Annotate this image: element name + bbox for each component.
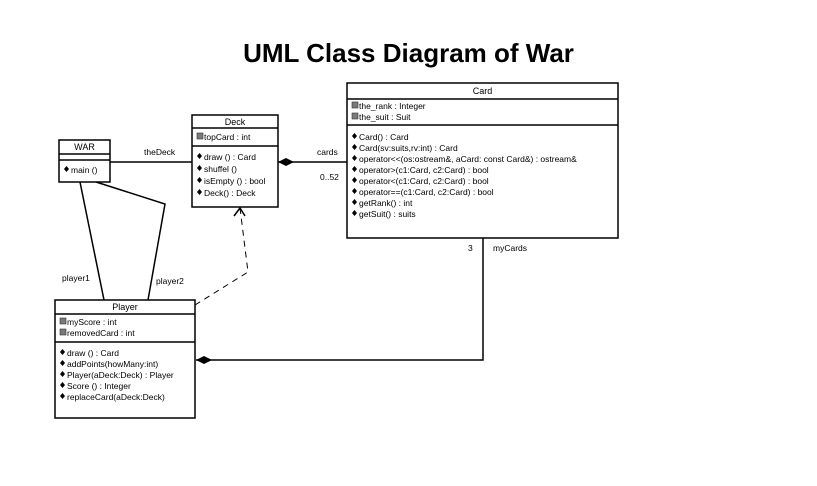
operation-item: getRank() : int — [359, 198, 413, 208]
operation-item: Card() : Card — [359, 132, 409, 142]
operation-item: isEmpty () : bool — [204, 176, 266, 186]
public-operation-icon — [197, 165, 202, 171]
public-operation-icon — [197, 177, 202, 183]
player-card-composition — [196, 238, 484, 361]
label-cards: cards — [317, 147, 338, 157]
attribute-item: the_suit : Suit — [359, 112, 411, 122]
label-player2: player2 — [156, 276, 184, 286]
class-name-player: Player — [112, 302, 138, 312]
operation-item: getSuit() : suits — [359, 209, 416, 219]
operation-item: operator>(c1:Card, c2:Card) : bool — [359, 165, 489, 175]
class-war: WAR main () — [58, 139, 111, 183]
attribute-item: removedCard : int — [67, 328, 135, 338]
operation-item: Score () : Integer — [67, 381, 131, 391]
operation-item: Player(aDeck:Deck) : Player — [67, 370, 174, 380]
public-operation-icon — [352, 199, 357, 205]
public-operation-icon — [60, 360, 65, 366]
public-operation-icon — [352, 133, 357, 139]
private-attribute-icon — [59, 317, 67, 325]
public-operation-icon — [60, 371, 65, 377]
operation-item: main () — [71, 165, 98, 175]
private-attribute-icon — [59, 328, 67, 336]
label-my-cards-multiplicity: 3 — [468, 243, 473, 253]
class-name-war: WAR — [74, 142, 95, 152]
class-name-deck: Deck — [225, 117, 246, 127]
operation-item: draw () : Card — [67, 348, 119, 358]
public-operation-icon — [352, 188, 357, 194]
public-operation-icon — [60, 349, 65, 355]
public-operation-icon — [352, 155, 357, 161]
private-attribute-icon — [351, 112, 359, 120]
dependency-arrowhead — [233, 206, 246, 217]
class-card: Card the_rank : Integer the_suit : Suit … — [346, 82, 619, 239]
war-player1-association — [79, 181, 105, 301]
operation-item: shuffel () — [204, 164, 237, 174]
attribute-item: topCard : int — [204, 132, 251, 142]
label-my-cards: myCards — [493, 243, 527, 253]
private-attribute-icon — [351, 101, 359, 109]
public-operation-icon — [197, 189, 202, 195]
operation-item: Deck() : Deck — [204, 188, 256, 198]
class-name-card: Card — [473, 86, 493, 96]
attribute-item: myScore : int — [67, 317, 117, 327]
public-operation-icon — [352, 177, 357, 183]
public-operation-icon — [60, 393, 65, 399]
class-deck: Deck topCard : int draw () : Card shuffe… — [191, 114, 279, 208]
diagram-title: UML Class Diagram of War — [243, 38, 574, 68]
operation-item: replaceCard(aDeck:Deck) — [67, 392, 165, 402]
public-operation-icon — [352, 144, 357, 150]
label-cards-multiplicity: 0..52 — [320, 172, 339, 182]
operation-item: addPoints(howMany:int) — [67, 359, 158, 369]
public-operation-icon — [60, 382, 65, 388]
public-operation-icon — [352, 210, 357, 216]
operation-item: operator<(c1:Card, c2:Card) : bool — [359, 176, 489, 186]
operation-item: Card(sv:suits,rv:int) : Card — [359, 143, 458, 153]
composition-diamond-deck — [278, 158, 294, 166]
operation-item: operator==(c1:Card, c2:Card) : bool — [359, 187, 494, 197]
public-operation-icon — [197, 153, 202, 159]
operation-item: operator<<(os:ostream&, aCard: const Car… — [359, 154, 577, 164]
private-attribute-icon — [196, 132, 204, 140]
label-player1: player1 — [62, 273, 90, 283]
operation-item: draw () : Card — [204, 152, 256, 162]
attribute-item: the_rank : Integer — [359, 101, 426, 111]
war-player2-association — [95, 181, 166, 301]
label-the-deck: theDeck — [144, 147, 176, 157]
player-deck-dependency — [194, 207, 249, 306]
operation-list-war: main () — [64, 165, 98, 175]
public-operation-icon — [64, 166, 69, 172]
class-player: Player myScore : int removedCard : int d… — [54, 299, 196, 419]
composition-diamond-player — [196, 356, 212, 364]
public-operation-icon — [352, 166, 357, 172]
